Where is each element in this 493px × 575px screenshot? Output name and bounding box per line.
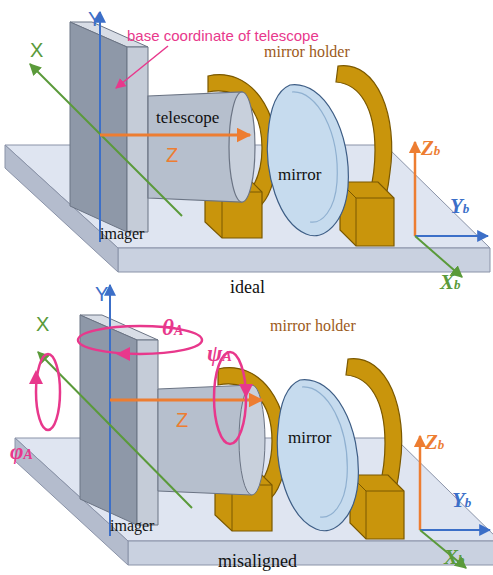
rotation-ring <box>78 326 202 354</box>
axis-label: Y <box>88 9 101 29</box>
zb-axis <box>414 142 417 236</box>
xb-axis <box>415 236 462 277</box>
panel-caption: misaligned <box>218 552 297 570</box>
misaligned-axes <box>29 285 490 568</box>
y-axis <box>109 285 111 536</box>
yb-axis <box>420 529 490 531</box>
mirror-shape: mirror <box>272 377 362 535</box>
misaligned-rig <box>15 315 493 565</box>
axis-label: Z <box>176 410 188 430</box>
z-axis <box>100 134 250 137</box>
axis-label: Y <box>95 284 108 304</box>
node-text: telescope <box>156 109 219 126</box>
callout-label: base coordinate of telescope <box>127 28 319 43</box>
node-outline <box>262 82 352 240</box>
axis-label: X <box>36 314 49 334</box>
z-axis <box>110 399 262 402</box>
axis-label: X <box>30 40 43 60</box>
y-axis <box>99 12 101 242</box>
node-shape <box>148 92 242 202</box>
ideal-axes <box>30 12 488 277</box>
node-text: mirror <box>278 166 321 183</box>
x-axis <box>38 352 192 508</box>
rotation-label: φA <box>10 440 33 463</box>
axis-label: Z <box>166 145 178 165</box>
part-name: mirror holder <box>270 318 356 334</box>
node-outline <box>272 377 362 535</box>
axis-label: Yb <box>452 490 471 511</box>
node-shape <box>267 85 348 236</box>
part-name: imager <box>110 518 154 534</box>
node-shape <box>302 387 347 517</box>
ideal-rig <box>5 22 490 272</box>
rotation-label: θA <box>162 316 183 339</box>
yb-axis <box>415 235 488 237</box>
rotation-label: ψA <box>207 342 232 365</box>
rotation-arrow <box>239 384 253 398</box>
node-shape <box>277 380 358 531</box>
x-axis <box>30 64 182 216</box>
leader-line <box>116 46 168 88</box>
node-text: mirror <box>288 429 331 446</box>
axis-label: Zb <box>425 432 444 453</box>
axis-label: Yb <box>450 196 469 217</box>
axis-label: Xb <box>440 272 461 293</box>
mirror-shape: mirror <box>262 82 352 240</box>
rotation-arrow <box>116 347 130 361</box>
axis-label: Xb <box>444 547 465 568</box>
axis-label: Zb <box>421 138 440 159</box>
part-name: mirror holder <box>264 44 350 60</box>
part-name: imager <box>100 226 144 242</box>
panel-caption: ideal <box>230 278 265 296</box>
node-shape <box>229 92 255 202</box>
zb-axis <box>419 436 422 530</box>
xb-axis <box>420 530 466 568</box>
rotation-ring <box>36 354 60 430</box>
rotation-arrow <box>29 370 43 384</box>
node-shape <box>292 92 337 222</box>
telescope-body: telescope <box>148 92 256 202</box>
